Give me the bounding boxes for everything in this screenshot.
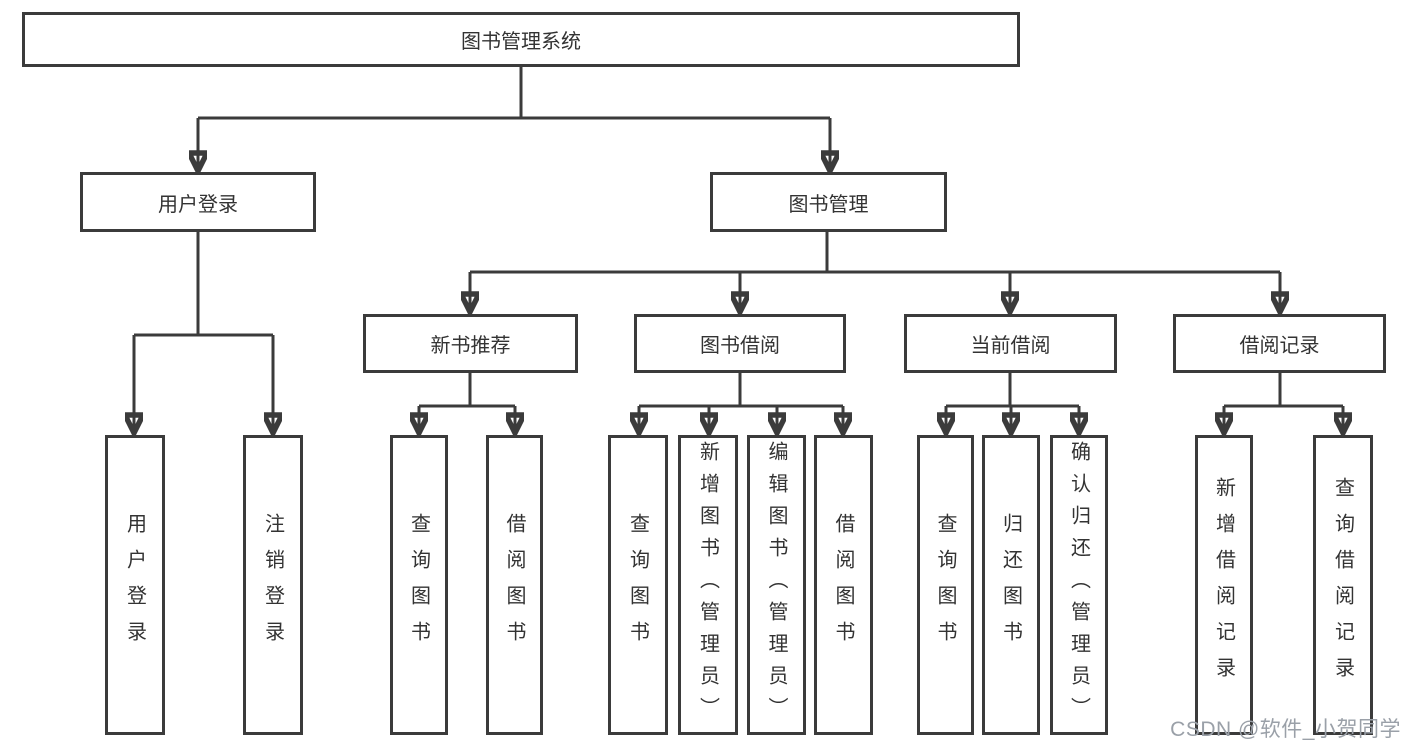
node-user-login: 用户登录 [80,172,316,232]
leaf-return-books: 归还图书 [982,435,1040,735]
leaf-borrow-books-recommend: 借阅图书 [486,435,543,735]
node-book-borrowing: 图书借阅 [634,314,846,373]
node-current-borrowing: 当前借阅 [904,314,1117,373]
leaf-query-books-current: 查询图书 [917,435,974,735]
leaf-query-books-recommend: 查询图书 [390,435,448,735]
leaf-user-login: 用户登录 [105,435,165,735]
csdn-watermark: CSDN @软件_小贺同学 [1170,718,1401,741]
leaf-add-borrow-record: 新增借阅记录 [1195,435,1253,735]
leaf-borrow-books: 借阅图书 [814,435,873,735]
leaf-edit-books-admin: 编辑图书（管理员） [747,435,806,735]
node-borrowing-records: 借阅记录 [1173,314,1386,373]
node-book-management: 图书管理 [710,172,947,232]
node-library-management-system: 图书管理系统 [22,12,1020,67]
leaf-logout: 注销登录 [243,435,303,735]
node-new-book-recommend: 新书推荐 [363,314,578,373]
leaf-confirm-return-admin: 确认归还（管理员） [1050,435,1108,735]
leaf-query-borrow-record: 查询借阅记录 [1313,435,1373,735]
leaf-add-books-admin: 新增图书（管理员） [678,435,738,735]
leaf-query-books-borrowing: 查询图书 [608,435,668,735]
